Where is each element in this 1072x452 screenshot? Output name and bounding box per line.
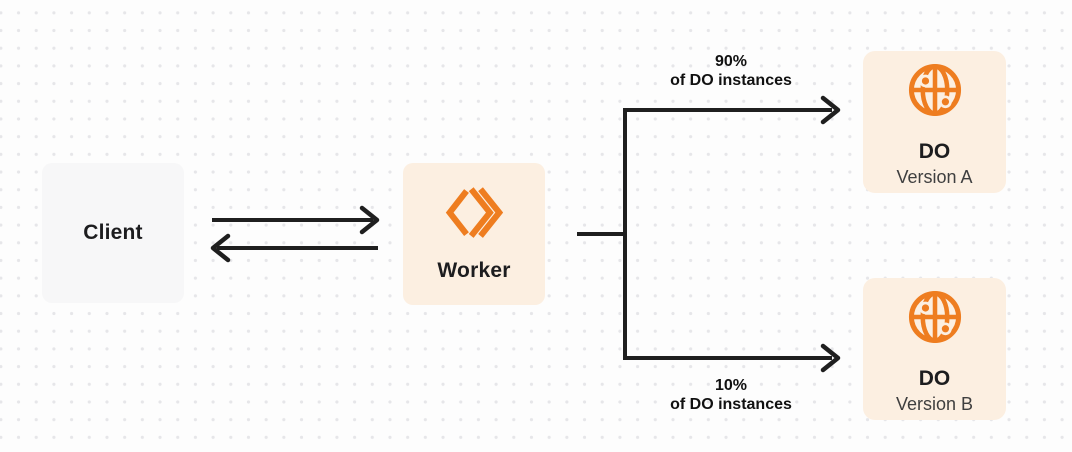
- top-branch-label: 90% of DO instances: [606, 52, 856, 90]
- top-branch-arrowhead-icon: [820, 95, 841, 125]
- bottom-branch-percent: 10%: [714, 377, 748, 394]
- do-version-a-title: DO: [918, 140, 951, 163]
- client-node: Client: [42, 163, 184, 303]
- worker-node-label: Worker: [437, 259, 511, 282]
- cloudflare-workers-icon: [445, 187, 503, 238]
- bottom-branch-arrowhead-icon: [820, 343, 841, 373]
- branch-trunk-line: [623, 108, 832, 360]
- globe-icon: [908, 63, 961, 117]
- client-to-worker-arrowhead-icon: [359, 205, 380, 235]
- do-version-b-node: DO Version B: [863, 278, 1006, 420]
- client-node-label: Client: [83, 221, 143, 244]
- do-version-b-subtitle: Version B: [895, 394, 974, 414]
- globe-icon: [908, 290, 961, 344]
- top-branch-percent: 90%: [714, 53, 748, 70]
- do-version-a-node: DO Version A: [863, 51, 1006, 193]
- top-branch-caption: of DO instances: [670, 72, 792, 89]
- do-version-a-subtitle: Version A: [896, 167, 973, 187]
- worker-node: Worker: [403, 163, 545, 305]
- bottom-branch-label: 10% of DO instances: [606, 376, 856, 414]
- bottom-branch-caption: of DO instances: [670, 396, 792, 413]
- worker-to-client-arrowhead-icon: [210, 233, 231, 263]
- do-version-b-title: DO: [918, 367, 951, 390]
